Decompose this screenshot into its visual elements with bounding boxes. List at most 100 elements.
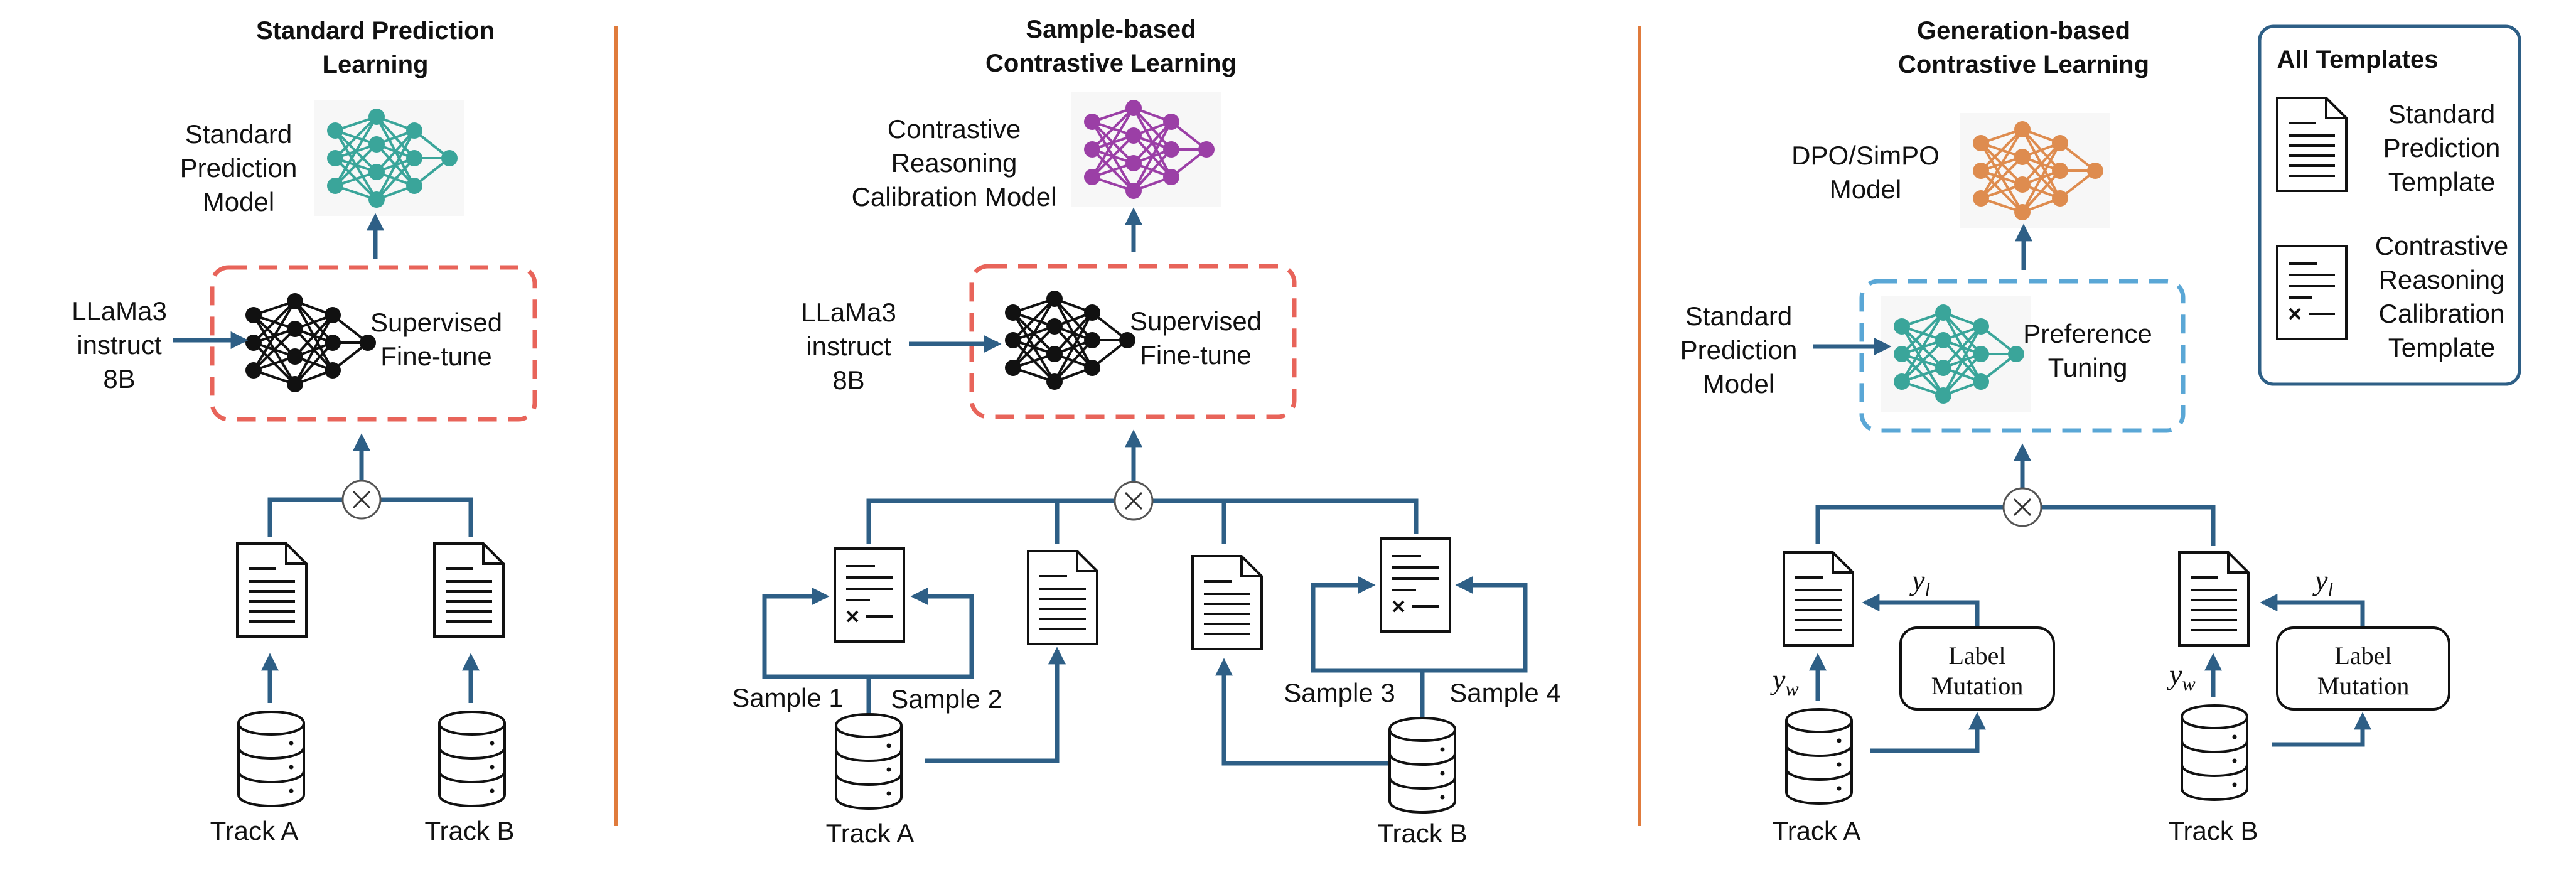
panel1-input-line3: 8B [103,364,135,394]
network-node [1125,100,1142,116]
contrastive-document-icon [834,547,905,643]
panel3-title-line1: Generation-based [1917,17,2130,45]
panel1-input-line1: LLaMa3 [72,296,167,326]
network-node [1973,373,1989,390]
panel2-track-b: Track B [1377,819,1467,848]
network-node [368,109,385,125]
combine-circle-x-icon [2002,487,2042,527]
network-node [1163,114,1179,130]
network-node [245,307,262,323]
supervised-finetune-box [210,265,537,422]
panel2-input-line3: 8B [832,365,864,395]
label-mutation-box [1899,626,2055,711]
sample-1-label: Sample 1 [732,683,843,712]
combine-circle-x-icon [341,480,382,520]
network-node [287,348,303,365]
panel3-input-line3: Model [1703,369,1774,399]
legend-item1-line1: Standard [2388,99,2495,129]
legend-item2-line2: Reasoning [2379,265,2505,294]
network-node [2052,135,2068,151]
black-network-icon [1005,291,1135,390]
network-node [2008,346,2024,362]
network-node [1125,127,1142,144]
panel-sample-based: Sample-based Contrastive Learning Contra… [732,16,1560,848]
network-node [1125,155,1142,171]
document-icon [2178,551,2250,647]
network-node [2087,163,2103,179]
panel2-model-label-line2: Reasoning [891,148,1017,178]
panel1-input-line2: instruct [77,330,162,360]
network-node [327,150,343,166]
network-node [1084,169,1100,185]
document-icon [1191,555,1263,650]
network-node [1894,346,1910,362]
panel2-model-label-line1: Contrastive [888,114,1021,144]
legend-title: All Templates [2277,46,2438,73]
network-node [2014,149,2031,165]
document-icon [2276,97,2348,192]
panel1-title-line2: Learning [323,51,429,78]
teal-network-icon [314,100,464,216]
network-node [1046,291,1063,307]
network-node [1973,135,1989,151]
legend-item1-line2: Prediction [2383,133,2501,163]
legend-item2-line3: Calibration [2379,299,2505,328]
panel2-model-label-line3: Calibration Model [852,182,1057,212]
network-node [406,122,422,139]
panel2-title-line1: Sample-based [1026,16,1196,43]
teal-network-icon [1881,296,2031,412]
panel2-title-line2: Contrastive Learning [985,50,1237,77]
network-node [1973,163,1989,179]
network-node [1084,332,1100,348]
panel1-model-label-line1: Standard [185,119,292,149]
network-node [327,122,343,139]
network-node [287,321,303,337]
network-node [1935,387,1951,404]
panel-standard-prediction: Standard Prediction Learning Standard Pr… [72,17,537,846]
panel3-input-line2: Prediction [1680,335,1798,365]
network-node [1119,332,1135,348]
network-node [1005,304,1021,321]
network-node [327,178,343,194]
panel1-box-line1: Supervised [370,308,502,337]
network-node [1973,318,1989,335]
network-node [1084,114,1100,130]
panel2-track-a: Track A [826,819,915,848]
black-network-icon [245,293,376,392]
panel2-input-line2: instruct [806,331,891,361]
panel3-model-label-line2: Model [1830,175,1901,204]
network-node [1935,304,1951,321]
network-node [1084,141,1100,158]
network-node [325,307,341,323]
database-icon [438,711,506,807]
network-node [1973,190,1989,207]
y-w-label: yw [1770,663,1799,700]
network-node [1163,169,1179,185]
panel2-input-line1: LLaMa3 [801,298,896,327]
network-node [1046,346,1063,362]
network-node [1198,141,1215,158]
y-l-label: yl [2312,564,2333,601]
network-node [1084,304,1100,321]
legend-all-templates: All Templates Standard Prediction Templa… [2258,24,2521,386]
network-node [1973,346,1989,362]
document-icon [433,542,505,638]
database-icon [1785,708,1853,805]
panel1-box-line2: Fine-tune [380,341,491,371]
label-mutation-box [2276,626,2450,711]
network-node [1046,373,1063,390]
network-node [441,150,458,166]
legend-item1-line3: Template [2388,167,2495,196]
network-node [1125,183,1142,199]
panel1-track-b: Track B [424,816,514,846]
panel3-model-label-line1: DPO/SimPO [1791,141,1940,170]
network-node [1005,332,1021,348]
document-icon [1783,551,1854,647]
database-icon [835,713,903,810]
panel1-title-line1: Standard Prediction [256,17,495,45]
network-node [1935,360,1951,376]
panel3-track-b: Track B [2168,816,2258,846]
combine-circle-x-icon [1114,481,1154,521]
preference-tuning-box [1859,279,2186,433]
